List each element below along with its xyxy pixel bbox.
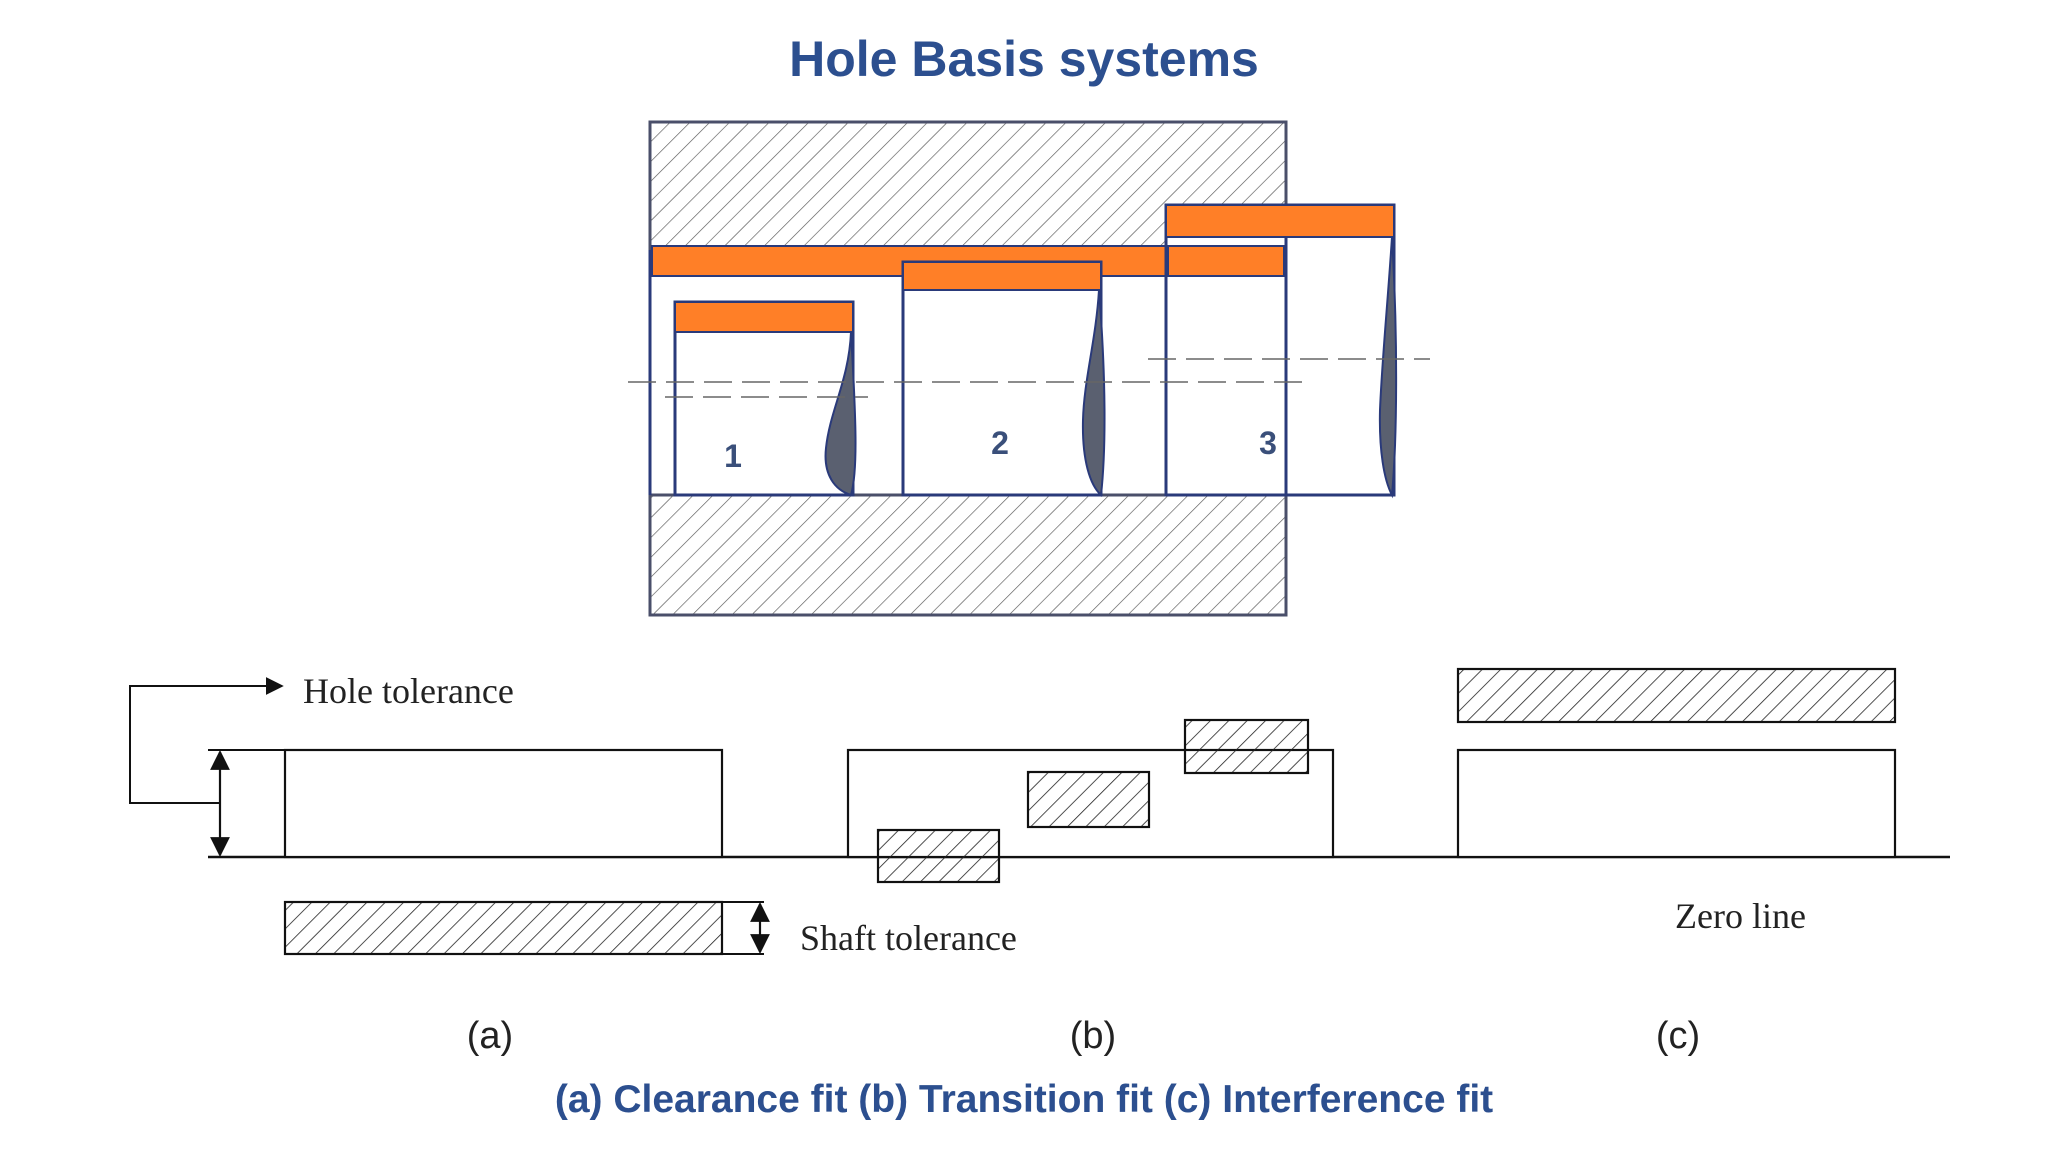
shaft-3 (1164, 203, 1398, 499)
shaft-tolerance-zone-c (1456, 667, 1897, 724)
panel-c: Zero line (c) (1456, 667, 1897, 1057)
shaft-2-number: 2 (991, 425, 1009, 461)
assembly-diagram: 1 2 3 (628, 120, 1430, 617)
page-title: Hole Basis systems (789, 31, 1259, 87)
shaft-3-tolerance-band (1165, 204, 1395, 238)
hole-tolerance-leader (129, 677, 284, 804)
housing-bottom (648, 493, 1288, 617)
shaft-1-number: 1 (724, 438, 742, 474)
hole-tolerance-zone-a (283, 748, 724, 859)
shaft-1 (673, 300, 857, 497)
shaft-2-tolerance-band (902, 261, 1102, 291)
panel-label-b: (b) (1070, 1015, 1116, 1057)
shaft-3-profile (1378, 236, 1398, 499)
hole-tolerance-zone-c (1456, 748, 1897, 859)
zero-line-label: Zero line (1675, 896, 1806, 936)
panel-b: (b) (846, 718, 1335, 1057)
shaft-1-profile (824, 331, 857, 497)
tolerance-zone-diagram: Hole tolerance Shaft tolerance (a) (b) Z… (129, 667, 1950, 1057)
shaft-3-number: 3 (1259, 425, 1277, 461)
panel-a: Hole tolerance Shaft tolerance (a) (129, 671, 1017, 1057)
shaft-2-profile (1081, 289, 1106, 498)
figure-caption: (a) Clearance fit (b) Transition fit (c)… (554, 1078, 1494, 1121)
shaft-tolerance-zone-a (283, 900, 724, 956)
hole-tolerance-label: Hole tolerance (303, 671, 514, 711)
panel-label-a: (a) (467, 1015, 513, 1057)
shaft-tolerance-zone-b-high (1183, 718, 1310, 775)
shaft-2 (901, 260, 1106, 498)
shaft-tolerance-zone-b-mid (1026, 770, 1151, 829)
shaft-1-tolerance-band (674, 301, 854, 333)
panel-label-c: (c) (1656, 1015, 1700, 1057)
shaft-tolerance-zone-b-low (876, 828, 1001, 884)
shaft-tolerance-label: Shaft tolerance (800, 918, 1017, 958)
